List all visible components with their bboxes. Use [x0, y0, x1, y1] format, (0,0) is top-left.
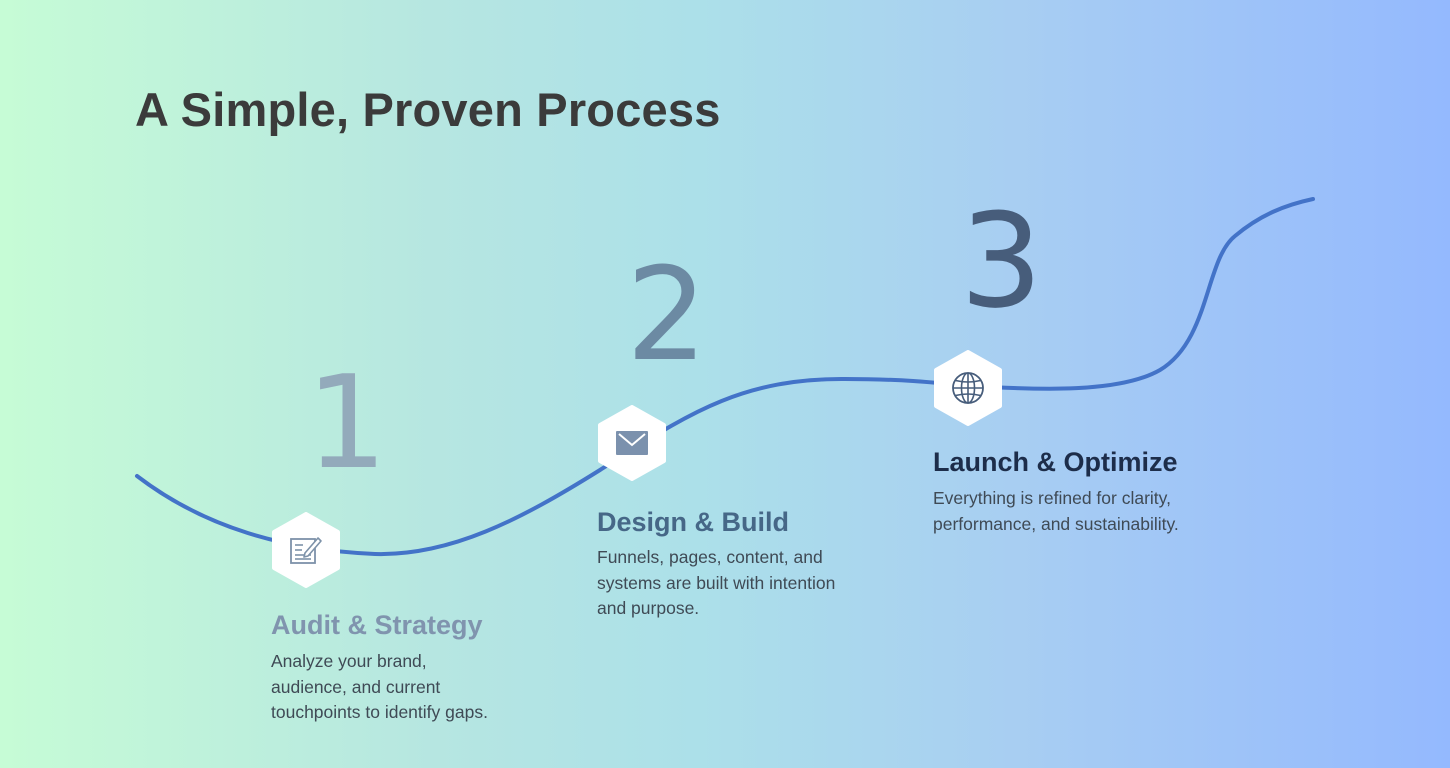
- envelope-icon: [616, 431, 648, 455]
- step-2-title: Design & Build: [597, 507, 790, 537]
- step-3-hexagon: [933, 350, 1003, 426]
- step-1-hexagon: [271, 512, 341, 588]
- step-number-2: 2: [626, 241, 708, 390]
- step-number-3: 3: [960, 185, 1043, 337]
- step-3-description: Everything is refined for clarity, perfo…: [933, 488, 1179, 534]
- step-1-description: Analyze your brand, audience, and curren…: [271, 651, 488, 722]
- step-number-1: 1: [306, 349, 388, 498]
- step-3-title: Launch & Optimize: [933, 447, 1178, 477]
- edit-document-icon: [290, 537, 322, 564]
- step-2-description: Funnels, pages, content, and systems are…: [597, 547, 836, 618]
- globe-icon: [952, 372, 984, 404]
- step-1-title: Audit & Strategy: [271, 610, 483, 640]
- page-title: A Simple, Proven Process: [135, 83, 721, 136]
- step-2-hexagon: [597, 405, 667, 481]
